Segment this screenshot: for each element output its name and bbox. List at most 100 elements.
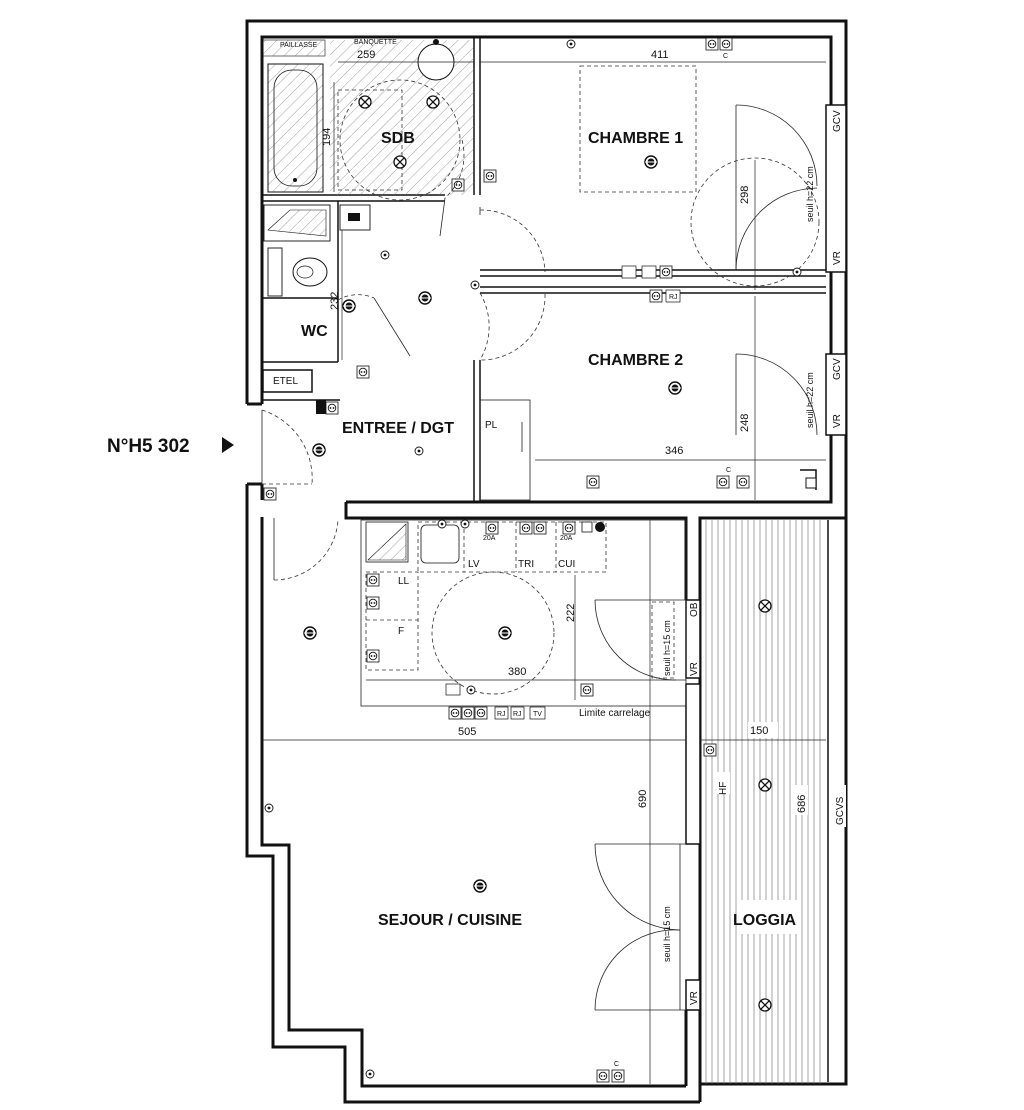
room-label-sejour: SEJOUR / CUISINE <box>378 912 522 929</box>
room-label-loggia: LOGGIA <box>733 912 797 929</box>
socket-icon <box>611 1069 625 1083</box>
ceiling-light-icon <box>473 879 487 893</box>
lv-label: LV <box>468 559 480 570</box>
c-label: C <box>723 53 728 60</box>
wall-light-icon <box>460 519 470 529</box>
socket-icon <box>649 289 663 303</box>
room-label-entree: ENTREE / DGT <box>342 420 454 437</box>
socket-icon <box>263 487 277 501</box>
ob-label: OB <box>689 602 700 617</box>
socket-icon <box>356 365 370 379</box>
wc-room: WC 232 ETEL <box>263 204 411 415</box>
ceiling-light-icon <box>758 998 772 1012</box>
paillasse-label: PAILLASSE <box>280 42 318 49</box>
tv-label: TV <box>533 711 542 718</box>
seuil-label: seuil h=22 cm <box>805 372 815 428</box>
room-label-chambre1: CHAMBRE 1 <box>588 130 683 147</box>
loggia-area: LOGGIA 150 686 HF GCVS <box>700 520 846 1084</box>
vr-label: VR <box>832 251 843 265</box>
vr-label: VR <box>689 991 700 1005</box>
wall-light-icon <box>566 39 576 49</box>
ceiling-light-icon <box>644 155 658 169</box>
entrance-arrow-icon <box>222 437 234 453</box>
socket-icon <box>562 521 576 535</box>
wc-height-dim: 232 <box>329 292 341 310</box>
socket-icon <box>485 521 499 535</box>
socket-icon <box>716 475 730 489</box>
toilet <box>292 257 328 287</box>
socket-icon <box>483 169 497 183</box>
wall-light-icon <box>365 1069 375 1079</box>
socket-icon <box>596 1069 610 1083</box>
chambre2-room: RJ CHAMBRE 2 PL 248 seuil h=22 cm GCV VR… <box>485 289 843 500</box>
chambre2-height-dim: 248 <box>739 414 751 432</box>
socket-icon <box>519 521 533 535</box>
wall-light-icon <box>466 685 476 695</box>
chambre2-width-dim: 346 <box>665 445 683 457</box>
ceiling-light-icon <box>758 599 772 613</box>
v20a-label: 20A <box>483 535 496 542</box>
socket-icon <box>461 706 475 720</box>
chambre1-room: 411 CHAMBRE 1 C 298 seuil h=22 cm GCV VR <box>480 37 843 290</box>
room-label-chambre2: CHAMBRE 2 <box>588 352 683 369</box>
ceiling-light-icon <box>312 443 326 457</box>
rj-label: RJ <box>669 294 678 301</box>
ceiling-light-icon <box>303 626 317 640</box>
gcvs-label: GCVS <box>835 796 846 825</box>
ceiling-light-icon <box>758 778 772 792</box>
chambre1-height-dim: 298 <box>739 186 751 204</box>
c-label: C <box>614 1061 619 1068</box>
socket-icon <box>703 743 717 757</box>
ceiling-light-icon <box>358 95 372 109</box>
apartment-number: N°H5 302 <box>107 436 190 457</box>
ceiling-light-icon <box>393 155 407 169</box>
kitchen-area: LV TRI CUI 20A 20A LL F 222 380 Limite c… <box>360 519 687 720</box>
kitchen-height-dim: 222 <box>565 604 577 622</box>
ll-label: LL <box>398 576 410 587</box>
socket-icon <box>451 178 465 192</box>
socket-icon <box>366 573 380 587</box>
etel-label: ETEL <box>273 376 298 387</box>
wall-light-icon <box>437 519 447 529</box>
chambre1-width-dim: 411 <box>651 49 669 61</box>
gcv-label: GCV <box>832 110 843 132</box>
socket-icon <box>659 265 673 279</box>
wall-light-icon <box>414 446 424 456</box>
wall-light-icon <box>380 250 390 260</box>
sdb-width-dim: 259 <box>357 49 375 61</box>
socket-icon <box>580 683 594 697</box>
rj-label: RJ <box>513 711 522 718</box>
socket-icon <box>586 475 600 489</box>
seuil-label: seuil h=22 cm <box>805 166 815 222</box>
c-label: C <box>726 467 731 474</box>
socket-icon <box>366 596 380 610</box>
vr-label: VR <box>689 662 700 676</box>
sdb-height-dim: 194 <box>321 128 333 146</box>
loggia-height-dim: 686 <box>796 795 808 813</box>
room-label-wc: WC <box>301 323 328 340</box>
limite-carrelage-label: Limite carrelage <box>579 708 651 719</box>
socket-icon <box>448 706 462 720</box>
seuil-label: seuil h=15 cm <box>662 620 672 676</box>
kitchen-width-dim: 380 <box>508 666 526 678</box>
tri-label: TRI <box>518 559 534 570</box>
socket-icon <box>474 706 488 720</box>
bathtub <box>267 63 324 193</box>
socket-icon <box>366 649 380 663</box>
cui-label: CUI <box>558 559 575 570</box>
wall-light-icon <box>470 280 480 290</box>
pl-label: PL <box>485 420 498 431</box>
seuil-label: seuil h=15 cm <box>662 906 672 962</box>
f-label: F <box>398 626 404 637</box>
banquette-label: BANQUETTE <box>354 39 397 46</box>
vr-label: VR <box>832 414 843 428</box>
rj-label: RJ <box>497 711 506 718</box>
room-label-sdb: SDB <box>381 130 415 147</box>
v20a-label: 20A <box>560 535 573 542</box>
sejour-room: 505 690 SEJOUR / CUISINE C seuil h=15 cm… <box>262 520 700 1084</box>
ceiling-light-icon <box>426 95 440 109</box>
entree-room: ENTREE / DGT <box>261 207 546 581</box>
wall-light-icon <box>792 267 802 277</box>
ceiling-light-icon <box>498 626 512 640</box>
